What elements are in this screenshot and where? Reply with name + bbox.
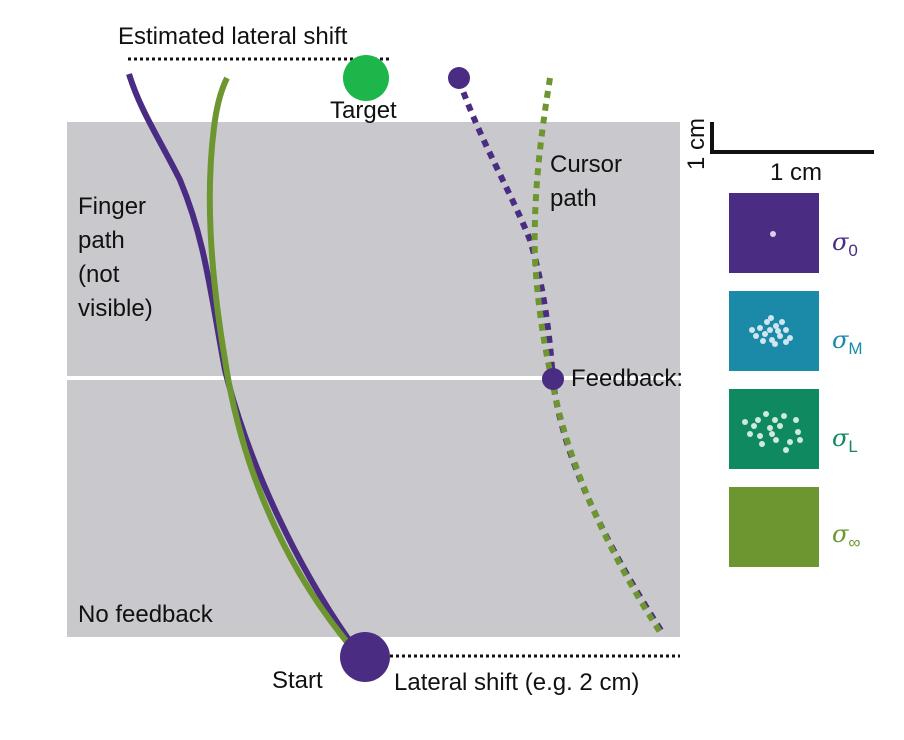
finger-path-label-3: (not [78, 261, 120, 288]
finger-path-label-4: visible) [78, 295, 153, 322]
legend-label-sigma-0: σ0 [832, 228, 858, 260]
legend-swatch-sigma-inf [729, 487, 819, 567]
legend-swatch-sigma-m [729, 291, 819, 371]
cursor-end-dot [448, 67, 470, 89]
cursor-path-purple [456, 79, 665, 634]
target-marker [343, 55, 389, 101]
cursor-path-label-1: Cursor [550, 151, 623, 178]
feedback-dot [542, 368, 564, 390]
finger-path-olive [206, 76, 350, 644]
start-label: Start [272, 667, 323, 694]
target-label: Target [330, 97, 397, 124]
legend-label-sigma-l: σL [832, 424, 858, 456]
legend-label-sigma-m: σM [832, 326, 863, 358]
lateral-shift-label: Lateral shift (e.g. 2 cm) [394, 669, 640, 696]
feedback-label: Feedback: [571, 365, 684, 392]
legend-scatter-m [749, 315, 793, 347]
cursor-path-olive [531, 77, 663, 634]
legend-label-sigma-inf: σ∞ [832, 520, 861, 552]
estimated-lateral-shift-label: Estimated lateral shift [118, 23, 348, 50]
scale-bar [710, 122, 874, 154]
scale-vertical-label: 1 cm [683, 117, 710, 170]
scale-horizontal-label: 1 cm [770, 159, 823, 186]
start-marker [340, 632, 390, 682]
legend-dot-single [770, 231, 776, 237]
finger-path-label-2: path [78, 227, 125, 254]
cursor-path-label-2: path [550, 185, 597, 212]
legend-scatter-l [742, 411, 803, 453]
no-feedback-label: No feedback [78, 601, 213, 628]
finger-path-purple [126, 73, 352, 642]
finger-path-label-1: Finger [78, 193, 147, 220]
legend-swatch-sigma-l [729, 389, 819, 469]
